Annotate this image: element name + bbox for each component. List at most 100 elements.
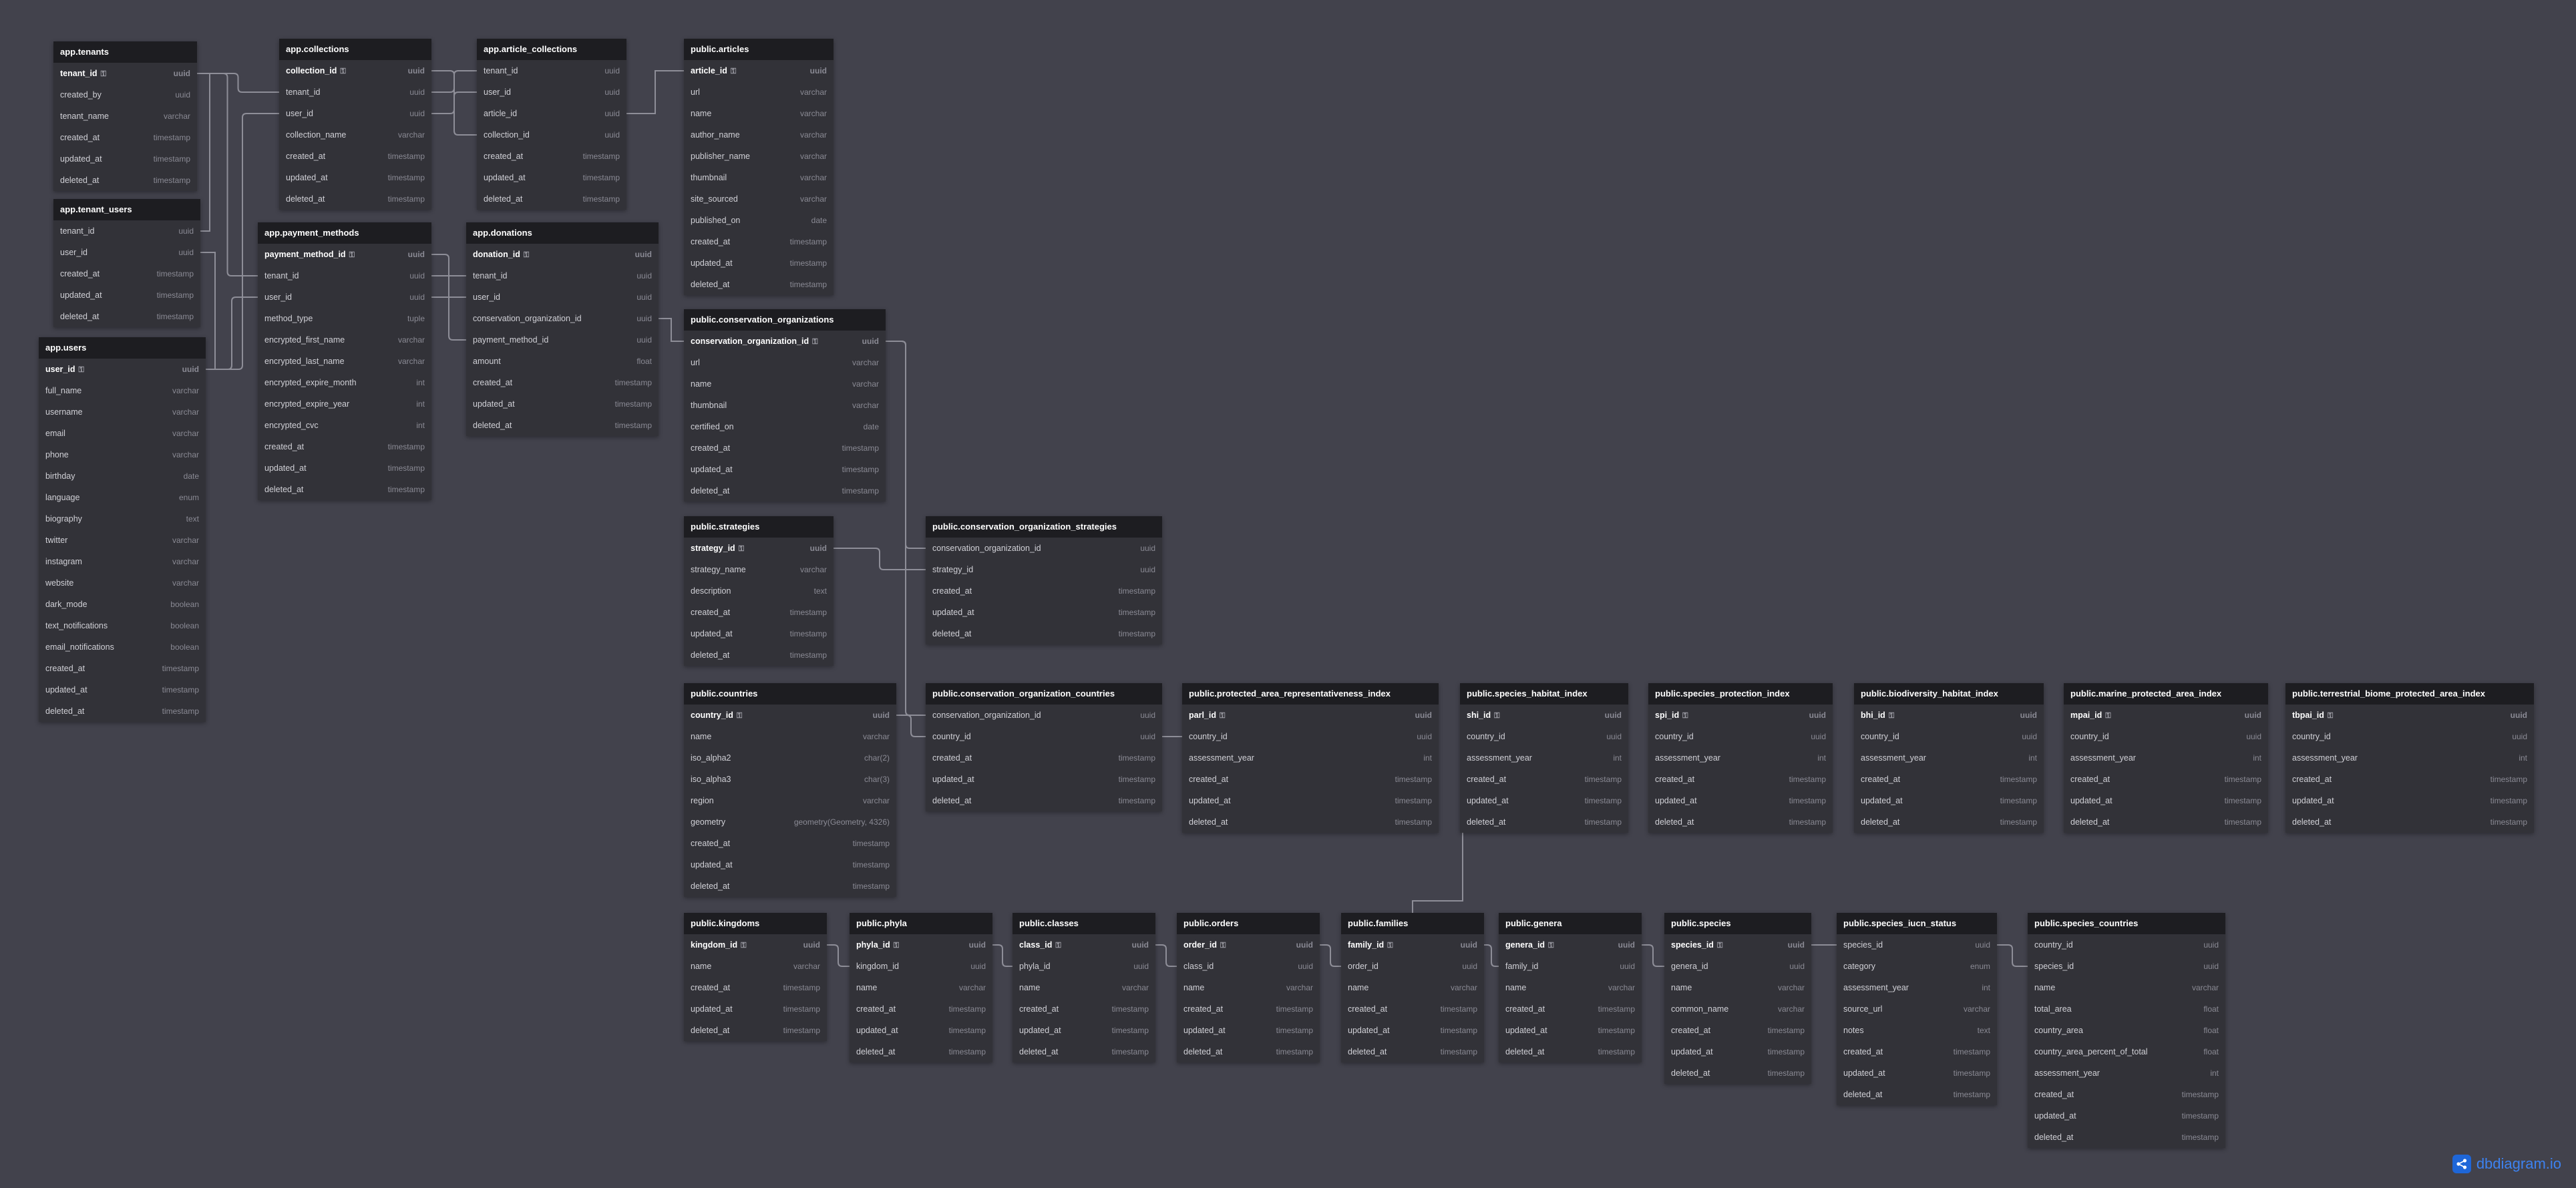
table-header[interactable]: public.biodiversity_habitat_index [1854, 683, 2044, 705]
field-row[interactable]: conservation_organization_id⚿uuid [684, 331, 886, 352]
table-header[interactable]: app.donations [466, 222, 659, 244]
table-public-conservation-organization-countries[interactable]: public.conservation_organization_countri… [926, 683, 1162, 811]
table-header[interactable]: app.payment_methods [258, 222, 431, 244]
table-header[interactable]: public.genera [1499, 913, 1642, 934]
field-row[interactable]: tenant_id⚿uuid [53, 63, 197, 84]
table-header[interactable]: public.strategies [684, 516, 834, 538]
table-header[interactable]: app.tenant_users [53, 199, 200, 220]
table-header[interactable]: public.terrestrial_biome_protected_area_… [2285, 683, 2534, 705]
relationship-line[interactable] [834, 548, 926, 570]
table-header[interactable]: public.phyla [850, 913, 992, 934]
field-row[interactable]: spi_id⚿uuid [1648, 705, 1833, 726]
table-header[interactable]: public.protected_area_representativeness… [1182, 683, 1439, 705]
field-row[interactable]: order_id⚿uuid [1177, 934, 1320, 956]
relationship-line[interactable] [431, 254, 466, 341]
table-header[interactable]: app.users [39, 337, 206, 359]
table-header[interactable]: app.tenants [53, 41, 197, 63]
table-header[interactable]: public.species_protection_index [1648, 683, 1833, 705]
table-header[interactable]: public.classes [1013, 913, 1155, 934]
table-header[interactable]: app.article_collections [477, 39, 626, 60]
table-header[interactable]: public.countries [684, 683, 896, 705]
field-row[interactable]: payment_method_id⚿uuid [258, 244, 431, 265]
relationship-line[interactable] [1155, 944, 1177, 967]
relationship-line[interactable] [992, 944, 1013, 967]
field-row[interactable]: tbpai_id⚿uuid [2285, 705, 2534, 726]
relationship-line[interactable] [206, 296, 258, 370]
